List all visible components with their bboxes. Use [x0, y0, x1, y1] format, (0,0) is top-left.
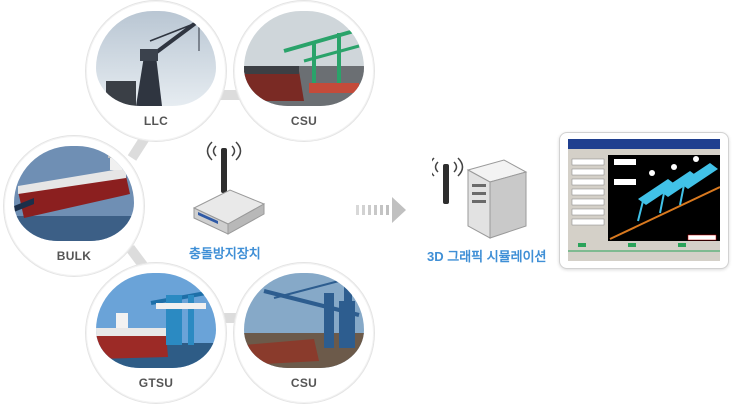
- node-csu-top: CSU: [233, 0, 375, 142]
- node-label-csu-bottom: CSU: [290, 376, 318, 390]
- llc-photo: [96, 11, 216, 106]
- gtsu-photo: [96, 273, 216, 368]
- node-csu-bottom: CSU: [233, 262, 375, 404]
- node-label-gtsu: GTSU: [138, 376, 174, 390]
- node-gtsu: GTSU: [85, 262, 227, 404]
- simulation-screenshot: [559, 132, 729, 269]
- csu-bottom-photo: [244, 273, 364, 368]
- antenna-device-icon: [192, 141, 266, 235]
- node-label-llc: LLC: [143, 114, 169, 128]
- simulation-screen: [568, 139, 720, 261]
- node-label-bulk: BULK: [56, 249, 92, 263]
- node-label-csu-top: CSU: [290, 114, 318, 128]
- node-llc: LLC: [85, 0, 227, 142]
- server-icon: [432, 157, 528, 239]
- dotted-arrow-icon: [356, 197, 406, 223]
- device-caption: 충돌방지장치: [189, 246, 261, 261]
- server-caption: 3D 그래픽 시뮬레이션: [427, 249, 547, 264]
- node-bulk: BULK: [3, 135, 145, 277]
- csu-top-photo: [244, 11, 364, 106]
- bulk-photo: [14, 146, 134, 241]
